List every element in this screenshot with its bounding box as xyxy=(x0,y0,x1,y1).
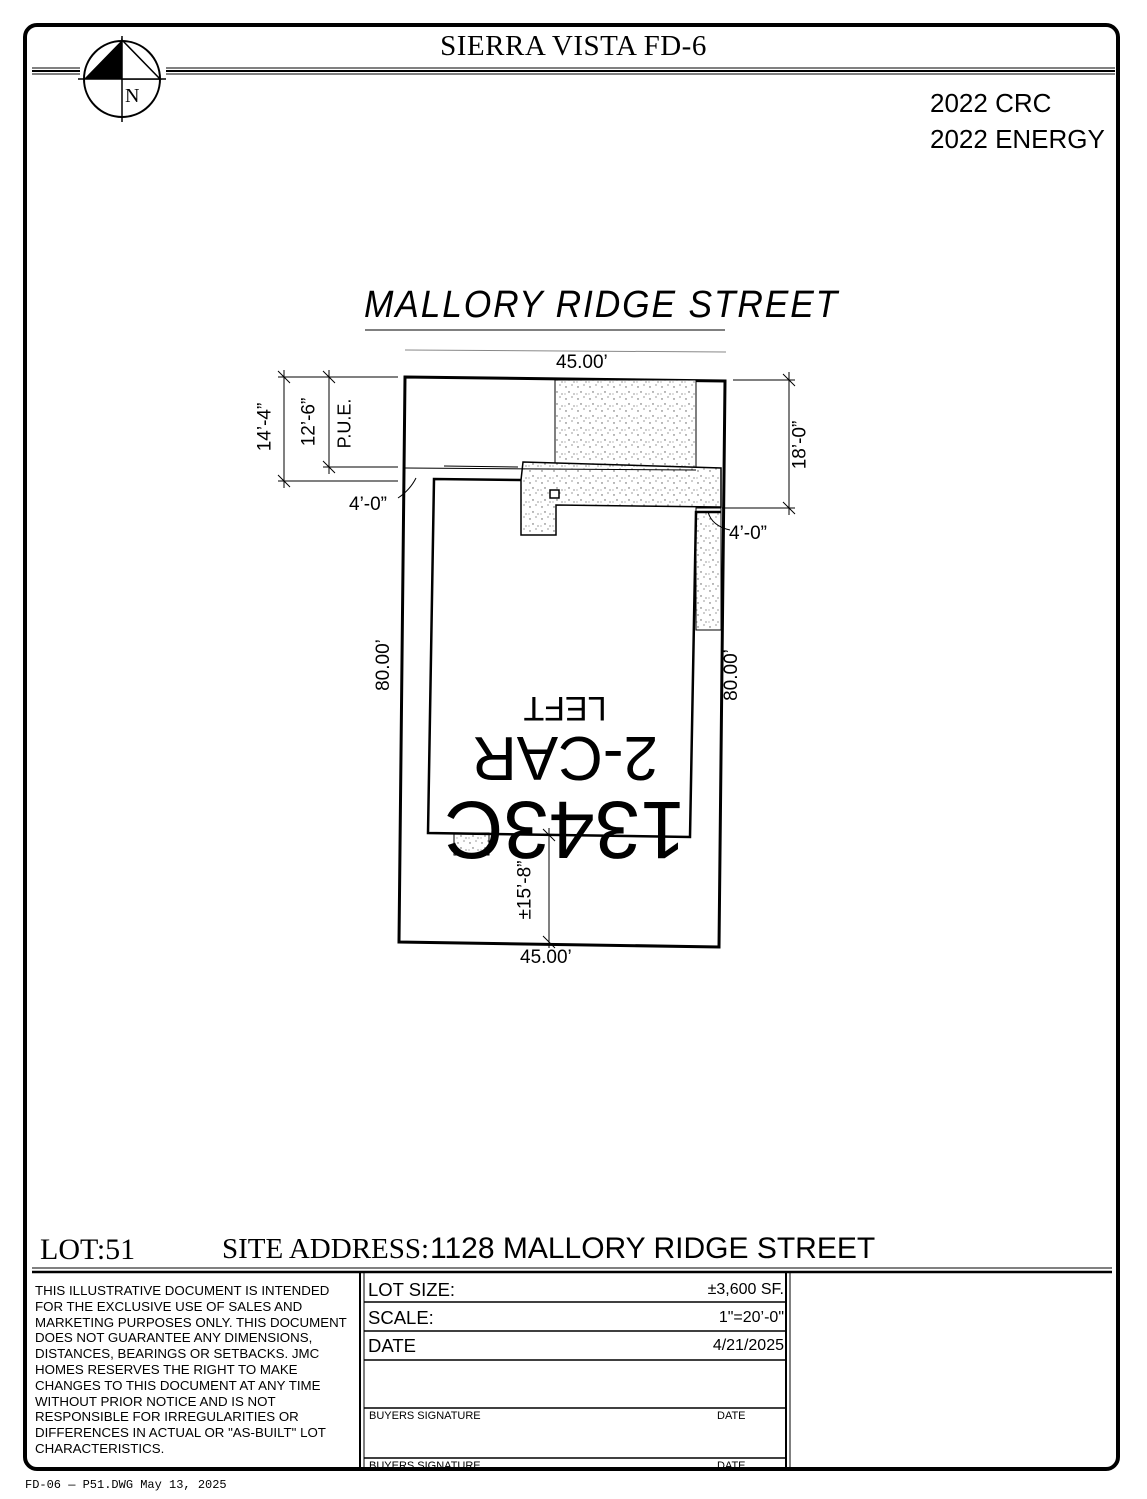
lot-number: LOT:51 xyxy=(40,1233,136,1266)
scale-row: SCALE: 1"=20’-0" xyxy=(368,1307,784,1329)
pue-depth-label: 12’-6” xyxy=(298,397,320,447)
disclaimer: This illustrative document is intended f… xyxy=(35,1283,347,1456)
front-walk xyxy=(520,461,722,536)
house-label: 1343C 2-CAR LEFT xyxy=(400,689,730,875)
rear-width-dim: 45.00’ xyxy=(520,947,572,968)
date-value: 4/21/2025 xyxy=(712,1337,784,1354)
front-width-dim: 45.00’ xyxy=(556,352,608,373)
sheet-border xyxy=(23,23,1120,1471)
title-rule xyxy=(32,67,1115,75)
house-plan: 1343C xyxy=(444,784,686,875)
right-side-setback-label: 4’-0” xyxy=(729,523,768,544)
buyer-signature-2-date-label: DATE xyxy=(717,1460,746,1472)
meter-box xyxy=(549,489,560,499)
pue-label: P.U.E. xyxy=(334,398,355,449)
north-label: N xyxy=(125,85,140,107)
site-address: 1128 MALLORY RIDGE STREET xyxy=(430,1232,876,1265)
front-setback-label: 14’-4” xyxy=(254,402,276,452)
code-crc: 2022 CRC xyxy=(930,88,1052,118)
pue-line xyxy=(404,467,697,471)
buyer-signature-2-label: BUYERS SIGNATURE xyxy=(369,1460,481,1472)
front-setback-dim xyxy=(277,370,398,488)
lot-size-row: LOT SIZE: ±3,600 SF. xyxy=(368,1279,784,1301)
pue-dim xyxy=(322,370,398,474)
buyer-signature-1-label: BUYERS SIGNATURE xyxy=(369,1410,481,1422)
pue-tick xyxy=(443,465,519,468)
driveway xyxy=(554,379,697,469)
garage-setback-dim xyxy=(722,372,796,515)
lot-rule xyxy=(32,1267,1112,1274)
house-garage: 2-CAR xyxy=(471,723,659,792)
north-arrow-icon xyxy=(78,36,166,122)
right-side-leader xyxy=(707,511,731,531)
date-row: DATE 4/21/2025 xyxy=(368,1335,784,1357)
side-walk xyxy=(695,507,722,631)
lot-size-label: LOT SIZE: xyxy=(368,1279,456,1300)
scale-value: 1"=20’-0" xyxy=(718,1309,784,1326)
site-address-label: SITE ADDRESS: xyxy=(222,1233,430,1265)
house-orientation: LEFT xyxy=(523,689,607,727)
scale-label: SCALE: xyxy=(368,1307,434,1328)
project-title: SIERRA VISTA FD-6 xyxy=(440,30,707,62)
garage-setback-label: 18’-0” xyxy=(789,420,811,470)
rear-setback-dim xyxy=(542,828,556,949)
title-block-grid xyxy=(359,1273,791,1471)
house-footprint xyxy=(426,477,721,839)
drawing-file-footer: FD-06 — P51.DWG May 13, 2025 xyxy=(25,1478,227,1492)
date-label: DATE xyxy=(368,1335,416,1356)
left-side-leader xyxy=(397,477,417,499)
street-centerline xyxy=(404,349,727,353)
left-depth-dim: 80.00’ xyxy=(372,639,394,691)
lot-size-value: ±3,600 SF. xyxy=(707,1281,784,1298)
street-name: MALLORY RIDGE STREET xyxy=(364,284,840,326)
code-energy: 2022 ENERGY xyxy=(930,124,1105,154)
left-side-setback-label: 4’-0” xyxy=(349,494,388,515)
buyer-signature-1-date-label: DATE xyxy=(717,1410,746,1422)
